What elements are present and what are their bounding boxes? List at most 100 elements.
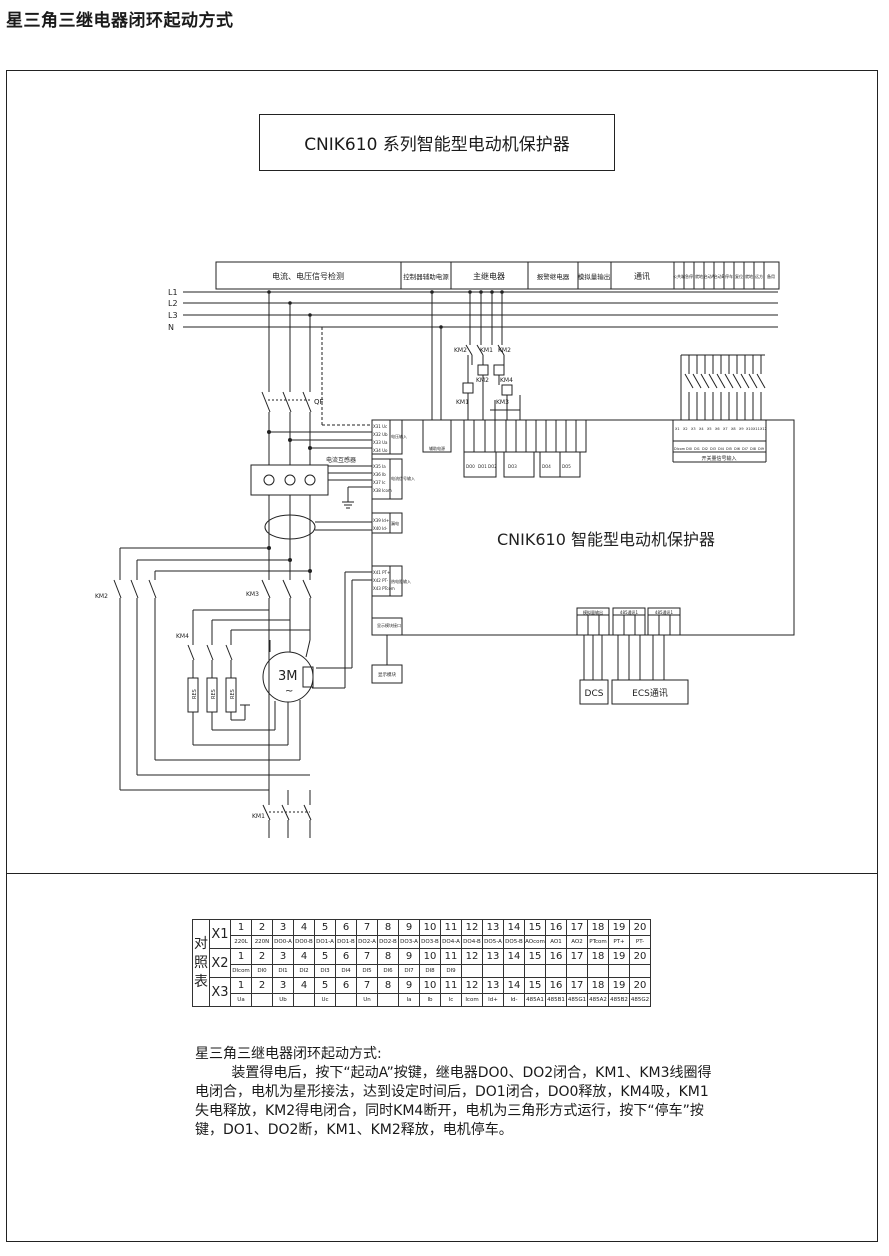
description-heading: 星三角三继电器闭环起动方式: bbox=[195, 1046, 382, 1062]
res-label-a: RES bbox=[192, 689, 198, 699]
header-seg-1: 控制器辅助电源 bbox=[403, 272, 449, 281]
switch-inputs bbox=[672, 354, 767, 463]
ecs-box bbox=[611, 679, 689, 705]
svg-text:急停: 急停 bbox=[685, 273, 693, 279]
svg-text:DO0: DO0 bbox=[466, 464, 475, 469]
svg-text:X36 Ib: X36 Ib bbox=[373, 472, 386, 477]
res-label-b: RES bbox=[211, 689, 217, 699]
qf-label: QF bbox=[314, 398, 324, 406]
header-seg-4: 模拟量输出 bbox=[578, 272, 611, 281]
svg-text:X10: X10 bbox=[746, 427, 753, 431]
svg-text:DI4: DI4 bbox=[718, 447, 725, 451]
line-label-l2: L2 bbox=[168, 299, 178, 308]
svg-text:DI3: DI3 bbox=[710, 447, 716, 451]
km2-mid-label: KM2 bbox=[476, 377, 489, 384]
relay-terminals bbox=[463, 419, 587, 478]
line-label-n: N bbox=[168, 323, 174, 332]
svg-text:X43 PTcom: X43 PTcom bbox=[373, 586, 395, 591]
header-seg-2: 主继电器 bbox=[473, 271, 505, 281]
ct-label: 电流互感器 bbox=[326, 456, 356, 464]
km2-left-label: KM2 bbox=[95, 593, 108, 600]
table-group-x3: X3 bbox=[209, 977, 231, 1007]
device-title: CNIK610 系列智能型电动机保护器 bbox=[304, 135, 570, 155]
km1-top-label: KM1 bbox=[480, 347, 493, 354]
contactor-km3 bbox=[261, 579, 312, 790]
svg-text:X11: X11 bbox=[753, 427, 760, 431]
svg-text:DI9: DI9 bbox=[758, 447, 764, 451]
header-seg-0: 电流、电压信号检测 bbox=[272, 271, 344, 281]
svg-text:DIcom: DIcom bbox=[674, 447, 686, 451]
svg-text:X32 Ub: X32 Ub bbox=[373, 432, 388, 437]
ct-wires bbox=[328, 465, 372, 509]
voltage-taps bbox=[267, 430, 372, 450]
km2b-top-label: KM2 bbox=[498, 347, 511, 354]
analog-comm-terminals bbox=[576, 607, 681, 680]
svg-text:X8: X8 bbox=[731, 427, 736, 431]
ct-coil-b bbox=[284, 474, 296, 486]
feeders-below-ct bbox=[268, 495, 311, 580]
voltage-terminals bbox=[371, 419, 403, 455]
svg-text:X39 Id+: X39 Id+ bbox=[373, 518, 389, 523]
svg-text:DO4: DO4 bbox=[542, 464, 551, 469]
svg-text:X9: X9 bbox=[739, 427, 744, 431]
aux-power-label: 辅助电源 bbox=[429, 445, 445, 451]
svg-text:X38 Icom: X38 Icom bbox=[373, 488, 392, 493]
description-block: 星三角三继电器闭环起动方式: 装置得电后，按下“起动A”按键，继电器DO0、DO… bbox=[195, 1045, 715, 1140]
dcs-label: DCS bbox=[585, 689, 604, 699]
svg-text:DI7: DI7 bbox=[742, 447, 748, 451]
current-terminals bbox=[371, 458, 403, 500]
ct-coil-c bbox=[304, 474, 316, 486]
svg-text:X12: X12 bbox=[760, 427, 767, 431]
leakage-ring bbox=[264, 514, 316, 540]
protector-inner-label: CNIK610 智能型电动机保护器 bbox=[497, 530, 715, 549]
comm2-label: 485通讯1 bbox=[655, 609, 674, 615]
aux-power-terminals bbox=[422, 419, 452, 453]
svg-text:X33 Ua: X33 Ua bbox=[373, 440, 388, 445]
svg-text:公共端: 公共端 bbox=[673, 273, 685, 279]
table-side-label: 对照表 bbox=[192, 919, 210, 1007]
motor-tilde: ~ bbox=[285, 686, 293, 697]
header-seg-5: 通讯 bbox=[634, 271, 650, 281]
svg-text:X37 Ic: X37 Ic bbox=[373, 480, 385, 485]
contactor-km2 bbox=[113, 546, 312, 791]
svg-text:X34 Uo: X34 Uo bbox=[373, 448, 388, 453]
display-module-label: 显示模块 bbox=[378, 671, 396, 678]
svg-text:漏电: 漏电 bbox=[391, 520, 399, 526]
line-label-l3: L3 bbox=[168, 311, 178, 320]
contactor-control-circuit bbox=[462, 292, 521, 420]
page-heading: 星三角三继电器闭环起动方式 bbox=[6, 11, 234, 31]
svg-text:DI2: DI2 bbox=[702, 447, 708, 451]
km1-low-label: KM1 bbox=[456, 399, 469, 406]
ecs-label: ECS通讯 bbox=[632, 688, 668, 699]
svg-text:X1: X1 bbox=[675, 427, 680, 431]
svg-text:远方: 远方 bbox=[755, 273, 763, 279]
svg-text:X31 Uc: X31 Uc bbox=[373, 424, 387, 429]
comm1-label: 485通讯1 bbox=[620, 609, 639, 615]
km2-top-label: KM2 bbox=[454, 347, 467, 354]
svg-text:X2: X2 bbox=[683, 427, 688, 431]
svg-text:DI8: DI8 bbox=[750, 447, 756, 451]
km3-left-label: KM3 bbox=[246, 591, 259, 598]
dcs-box bbox=[579, 679, 609, 705]
svg-text:X41 PT+: X41 PT+ bbox=[373, 570, 390, 575]
svg-text:DI1: DI1 bbox=[694, 447, 700, 451]
frame-divider bbox=[6, 873, 878, 874]
svg-text:DO1: DO1 bbox=[478, 464, 487, 469]
svg-text:DI0: DI0 bbox=[686, 447, 692, 451]
svg-text:DI6: DI6 bbox=[734, 447, 740, 451]
svg-text:DO3: DO3 bbox=[508, 464, 517, 469]
svg-text:就地: 就地 bbox=[745, 273, 753, 279]
table-group-x2: X2 bbox=[209, 948, 231, 978]
km4-left-label: KM4 bbox=[176, 633, 189, 640]
device-title-box: CNIK610 系列智能型电动机保护器 bbox=[259, 114, 615, 171]
svg-text:X3: X3 bbox=[691, 427, 696, 431]
svg-text:就地: 就地 bbox=[695, 273, 703, 279]
svg-text:显示模块接口: 显示模块接口 bbox=[377, 622, 401, 628]
svg-text:DO5: DO5 bbox=[562, 464, 571, 469]
svg-text:热电阻输入: 热电阻输入 bbox=[391, 578, 411, 584]
km3-low-label: KM3 bbox=[496, 399, 509, 406]
svg-text:DO2: DO2 bbox=[488, 464, 497, 469]
